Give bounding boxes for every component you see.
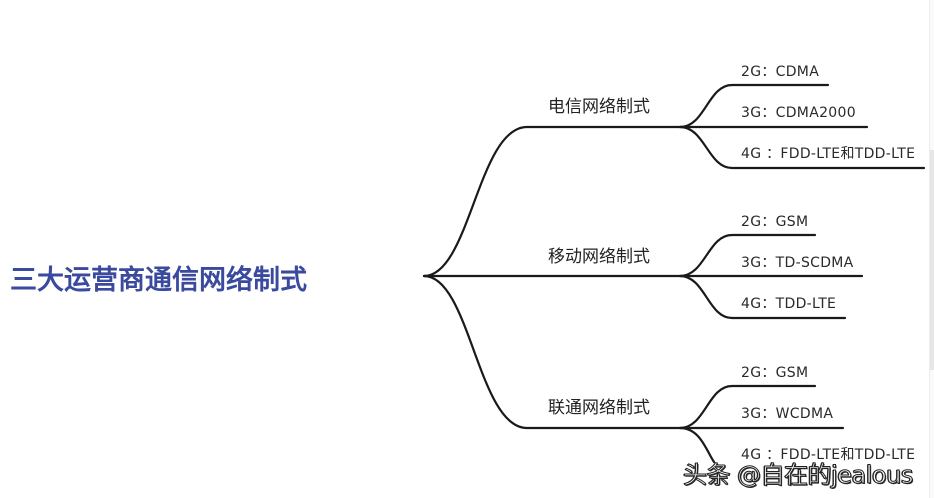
branch-node-telecom[interactable]: 电信网络制式: [548, 97, 650, 117]
leaf-node-unicom-4g[interactable]: 4G ：FDD-LTE和TDD-LTE: [741, 447, 916, 463]
leaf-link-unicom-2g: [678, 384, 817, 430]
leaf-link-telecom-2g: [678, 83, 830, 129]
leaf-node-mobile-3g[interactable]: 3G：TD-SCDMA: [741, 255, 854, 271]
leaf-node-mobile-2g[interactable]: 2G：GSM: [741, 214, 809, 230]
leaf-link-mobile-4g: [678, 274, 847, 320]
leaf-node-unicom-3g[interactable]: 3G：WCDMA: [741, 406, 834, 422]
leaf-node-unicom-2g[interactable]: 2G：GSM: [741, 365, 809, 381]
watermark-text: 头条 @自在的jealous: [683, 461, 914, 490]
root-link-telecom: [422, 125, 682, 278]
branch-node-mobile[interactable]: 移动网络制式: [548, 247, 650, 267]
root-node-title[interactable]: 三大运营商通信网络制式: [10, 265, 307, 296]
leaf-node-telecom-3g[interactable]: 3G：CDMA2000: [741, 105, 856, 121]
leaf-link-telecom-4g: [678, 125, 926, 170]
root-link-unicom: [422, 274, 682, 430]
leaf-link-mobile-2g: [678, 233, 817, 278]
branch-node-unicom[interactable]: 联通网络制式: [548, 398, 650, 418]
leaf-node-telecom-4g[interactable]: 4G ：FDD-LTE和TDD-LTE: [741, 146, 916, 162]
leaf-node-mobile-4g[interactable]: 4G：TDD-LTE: [741, 296, 837, 312]
leaf-node-telecom-2g[interactable]: 2G：CDMA: [741, 64, 820, 80]
vertical-scrollbar-thumb[interactable]: [930, 150, 934, 370]
leaf-link-unicom-4g: [678, 426, 716, 464]
